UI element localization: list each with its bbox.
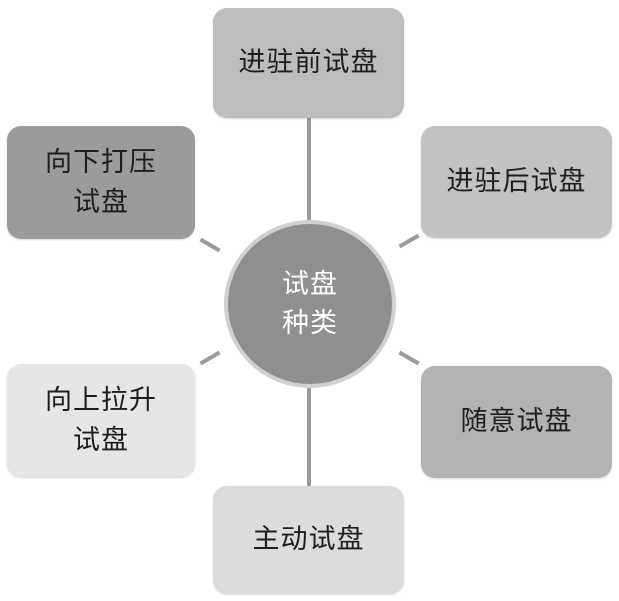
node-label-line1: 向下打压 xyxy=(45,147,157,179)
center-hub: 试盘 种类 xyxy=(224,220,396,388)
node-label-line1: 向上拉升 xyxy=(45,385,157,417)
node-label-line2: 试盘 xyxy=(73,186,129,218)
node-label-line2: 试盘 xyxy=(73,424,129,456)
node-label: 进驻后试盘 xyxy=(446,166,587,198)
node-label: 随意试盘 xyxy=(460,406,573,438)
node-pre-entry-test: 进驻前试盘 xyxy=(213,8,404,118)
node-random-test: 随意试盘 xyxy=(421,366,612,478)
node-label: 进驻前试盘 xyxy=(238,47,379,79)
center-label-line2: 种类 xyxy=(282,308,338,339)
connector-bottom-right xyxy=(398,350,420,366)
node-press-down-test: 向下打压 试盘 xyxy=(7,126,195,239)
node-pull-up-test: 向上拉升 试盘 xyxy=(7,364,195,477)
connector-top xyxy=(307,118,311,222)
connector-bottom-left xyxy=(199,350,221,366)
node-label: 主动试盘 xyxy=(252,524,365,556)
connector-bottom xyxy=(307,388,311,486)
connector-top-right xyxy=(398,233,420,249)
center-label-line1: 试盘 xyxy=(282,268,338,300)
connector-top-left xyxy=(199,237,221,253)
node-active-test: 主动试盘 xyxy=(213,486,404,594)
node-post-entry-test: 进驻后试盘 xyxy=(421,126,612,238)
